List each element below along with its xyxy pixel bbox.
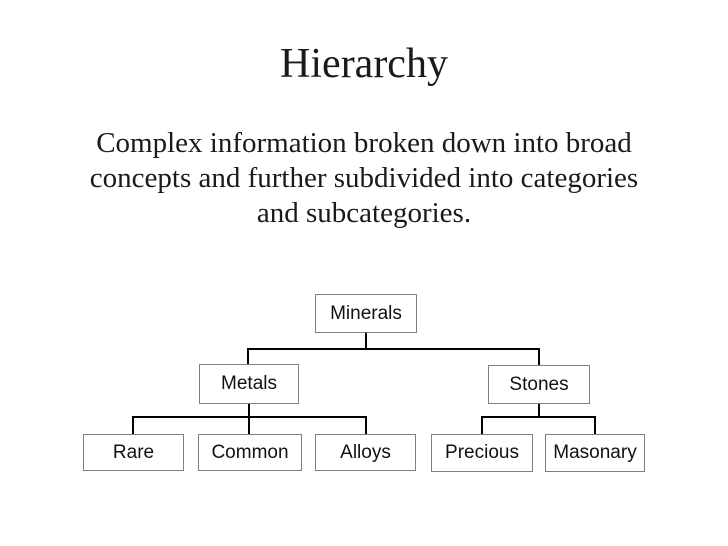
tree-node-stones: Stones bbox=[488, 365, 590, 404]
tree-node-rare: Rare bbox=[83, 434, 184, 471]
connector-precious-drop bbox=[481, 416, 483, 435]
tree-node-alloys: Alloys bbox=[315, 434, 416, 471]
description-line-1: Complex information broken down into bro… bbox=[96, 127, 632, 159]
connector-stones-stem bbox=[538, 403, 540, 417]
connector-minerals-drop bbox=[365, 332, 367, 350]
connector-stones-drop bbox=[538, 348, 540, 366]
connector-masonary-drop bbox=[594, 416, 596, 435]
tree-node-minerals: Minerals bbox=[315, 294, 417, 333]
connector-rail-stones-children bbox=[481, 416, 596, 418]
connector-metals-stem bbox=[248, 403, 250, 435]
tree-node-metals: Metals bbox=[199, 364, 299, 404]
connector-rare-drop bbox=[132, 416, 134, 435]
connector-alloys-drop bbox=[365, 416, 367, 435]
connector-rail-metals-children bbox=[132, 416, 367, 418]
slide-description: Complex information broken down into bro… bbox=[0, 126, 728, 231]
tree-node-precious: Precious bbox=[431, 434, 533, 472]
connector-rail-level1 bbox=[247, 348, 540, 350]
tree-node-common: Common bbox=[198, 434, 302, 471]
slide-title: Hierarchy bbox=[280, 41, 448, 87]
tree-node-masonary: Masonary bbox=[545, 434, 645, 472]
description-line-3: and subcategories. bbox=[256, 197, 472, 229]
connector-metals-drop bbox=[247, 348, 249, 365]
description-line-2: concepts and further subdivided into cat… bbox=[89, 162, 639, 194]
